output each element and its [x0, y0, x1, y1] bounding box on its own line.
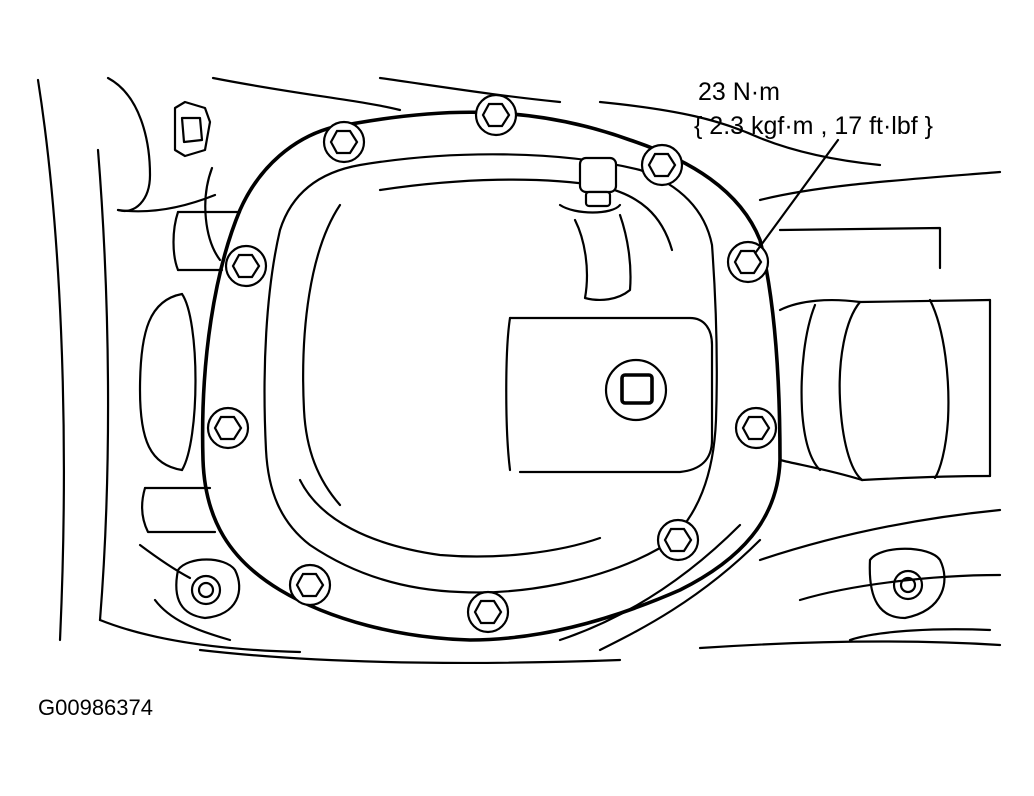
drain-plug-icon — [604, 358, 668, 422]
bolt-icon — [206, 406, 250, 450]
bolt-icon — [640, 143, 684, 187]
bolt-icon — [474, 93, 518, 137]
mount-hole-right — [892, 569, 924, 601]
bolt-icon — [726, 240, 770, 284]
axle-housing — [36, 76, 1002, 665]
mount-bolt-icon — [173, 100, 212, 158]
bolt-icon — [734, 406, 778, 450]
callout-leader-line — [754, 138, 840, 254]
figure-identifier: G00986374 — [38, 695, 153, 720]
bolt-icon — [224, 244, 268, 288]
differential-cover — [200, 110, 782, 642]
bolt-icon — [466, 590, 510, 634]
torque-spec-alternate-units: { 2.3 kgf·m , 17 ft·lbf } — [694, 112, 934, 140]
bolt-icon — [288, 563, 332, 607]
cover-bolts — [206, 93, 778, 634]
torque-spec-value: 23 N·m — [698, 78, 780, 106]
mount-hole-left — [190, 574, 222, 606]
bolt-icon — [656, 518, 700, 562]
bolt-icon — [322, 120, 366, 164]
breather-vent-icon — [578, 156, 618, 208]
